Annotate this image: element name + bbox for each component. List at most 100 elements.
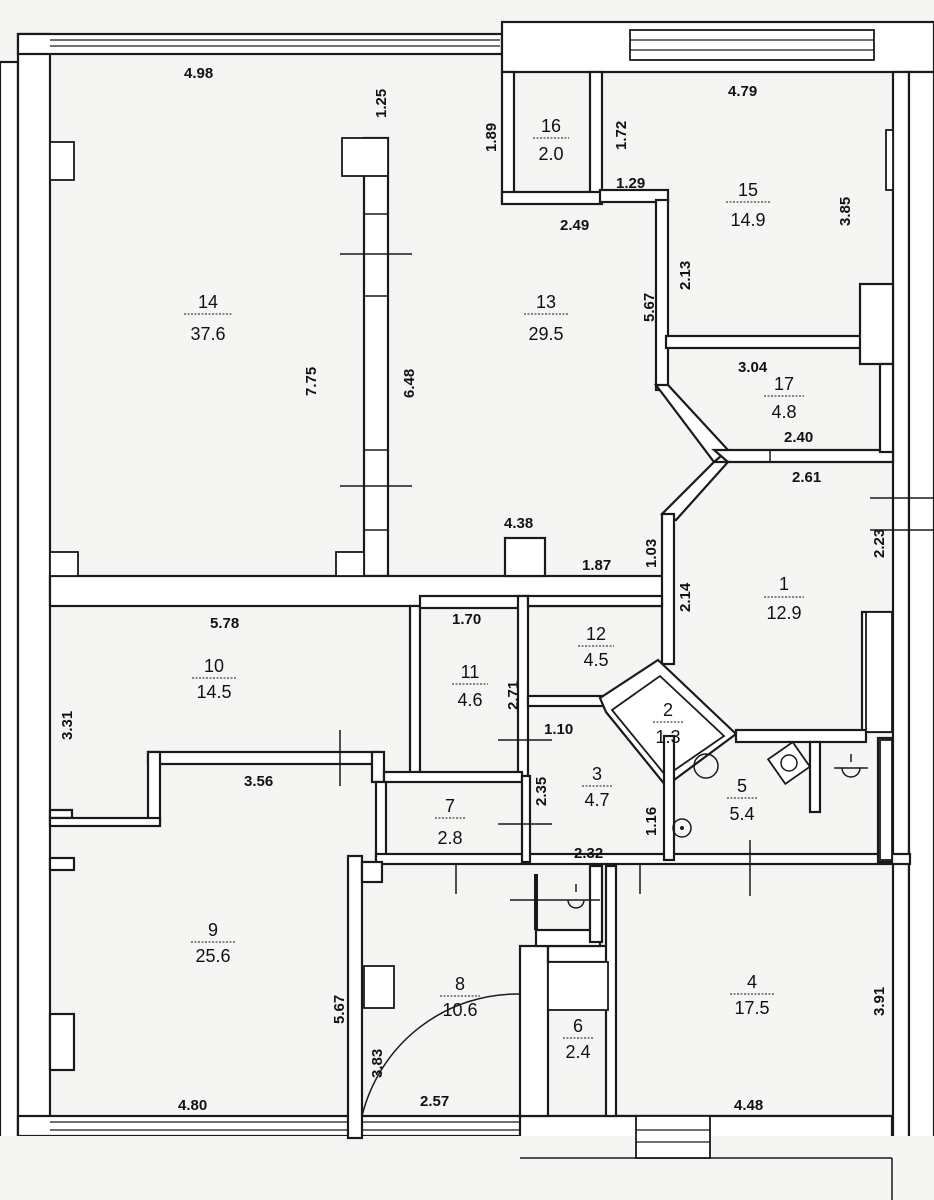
dim-label: 4.38: [504, 515, 533, 532]
room-14: 14 37.6: [184, 292, 232, 344]
room-17: 17 4.8: [764, 374, 804, 422]
dim-label: 1.25: [373, 89, 390, 118]
room-area: 4.5: [583, 650, 608, 670]
closet-1: [865, 611, 893, 733]
dim-label: 2.14: [677, 582, 694, 612]
room-area: 37.6: [190, 324, 225, 344]
room-labels: 1 12.9 2 1.3 3 4.7 4 17.5 5 5.4 6 2.4: [184, 116, 804, 1062]
room-area: 17.5: [734, 998, 769, 1018]
room-number: 11: [461, 662, 480, 682]
room-area: 2.0: [538, 144, 563, 164]
lamp-icon: [834, 754, 868, 778]
room-area: 4.8: [771, 402, 796, 422]
dim-label: 4.48: [734, 1097, 763, 1114]
room-6: 6 2.4: [563, 1016, 593, 1062]
room-9: 9 25.6: [191, 920, 235, 966]
dimension-labels: 4.98 1.25 1.89 1.72 4.79 1.29 3.85 2.49 …: [59, 65, 888, 1114]
room-13: 13 29.5: [524, 292, 568, 344]
dim-label: 2.13: [677, 261, 694, 290]
door-marks: [339, 450, 934, 896]
room-area: 4.6: [457, 690, 482, 710]
room-number: 12: [586, 624, 606, 644]
dim-label: 1.16: [643, 807, 660, 836]
dim-label: 2.40: [784, 429, 813, 446]
room-16: 16 2.0: [533, 116, 569, 164]
dim-label: 3.56: [244, 773, 273, 790]
room-number: 10: [204, 656, 224, 676]
dim-label: 2.71: [505, 681, 522, 710]
stove-8: [363, 965, 395, 1009]
door-swing-8: [361, 993, 521, 1117]
room-area: 2.8: [437, 828, 462, 848]
window-bottom-center: [362, 1121, 520, 1131]
room-3: 3 4.7: [582, 764, 612, 810]
room-5: 5 5.4: [727, 776, 757, 824]
dim-label: 1.10: [544, 721, 573, 738]
dim-label: 4.80: [178, 1097, 207, 1114]
room-15: 15 14.9: [726, 180, 770, 230]
dim-label: 3.83: [369, 1049, 386, 1078]
dim-label: 6.48: [401, 369, 418, 398]
dim-label: 5.67: [331, 995, 348, 1024]
dim-label: 1.03: [643, 539, 660, 568]
window-bottom-right: [635, 1115, 711, 1159]
room-8: 8 10.6: [440, 974, 480, 1020]
room-area: 10.6: [442, 1000, 477, 1020]
room-10: 10 14.5: [192, 656, 236, 702]
radiator-6: [547, 961, 609, 1011]
dim-label: 1.89: [483, 123, 500, 152]
dim-label: 4.98: [184, 65, 213, 82]
room-11: 11 4.6: [452, 662, 488, 710]
toilet-icon: [672, 753, 719, 838]
room-number: 3: [592, 764, 602, 784]
dim-label: 5.67: [641, 293, 658, 322]
room-number: 8: [455, 974, 465, 994]
room-number: 6: [573, 1016, 583, 1036]
column-13: [341, 137, 389, 177]
dim-label: 5.78: [210, 615, 239, 632]
room-area: 4.7: [584, 790, 609, 810]
window-bottom-left: [50, 1121, 348, 1131]
dim-label: 7.75: [303, 367, 320, 396]
room-area: 14.5: [196, 682, 231, 702]
room-7: 7 2.8: [435, 796, 465, 848]
dim-label: 2.57: [420, 1093, 449, 1110]
room-number: 16: [541, 116, 561, 136]
window-top-left: [50, 39, 500, 47]
washbasin-icon: [766, 740, 812, 786]
dim-label: 2.35: [533, 777, 550, 806]
room-area: 25.6: [195, 946, 230, 966]
room-number: 14: [198, 292, 218, 312]
dim-label: 3.91: [871, 987, 888, 1016]
radiator-15: [885, 129, 894, 191]
dim-label: 1.72: [613, 121, 630, 150]
room-number: 17: [774, 374, 794, 394]
bathtub-5: [879, 739, 893, 861]
room-1: 1 12.9: [764, 574, 804, 623]
room-2: 2 1.3: [653, 700, 683, 747]
dim-label: 1.29: [616, 175, 645, 192]
room-area: 2.4: [565, 1042, 590, 1062]
dim-label: 1.87: [582, 557, 611, 574]
room-4: 4 17.5: [730, 972, 774, 1018]
dim-label: 1.70: [452, 611, 481, 628]
room-12: 12 4.5: [578, 624, 614, 670]
room-area: 29.5: [528, 324, 563, 344]
room-number: 2: [663, 700, 673, 720]
dim-label: 3.31: [59, 711, 76, 740]
room-number: 13: [536, 292, 556, 312]
dim-label: 3.04: [738, 359, 768, 376]
radiator-14: [49, 141, 75, 181]
room-area: 12.9: [766, 603, 801, 623]
room-number: 7: [445, 796, 455, 816]
dim-label: 2.49: [560, 217, 589, 234]
fixtures: [49, 129, 934, 1117]
room-number: 1: [779, 574, 789, 594]
room-number: 15: [738, 180, 758, 200]
windows: [50, 29, 875, 1159]
dim-label: 3.85: [837, 197, 854, 226]
window-top-right: [629, 29, 875, 61]
dim-label: 2.61: [792, 469, 821, 486]
room-area: 14.9: [730, 210, 765, 230]
